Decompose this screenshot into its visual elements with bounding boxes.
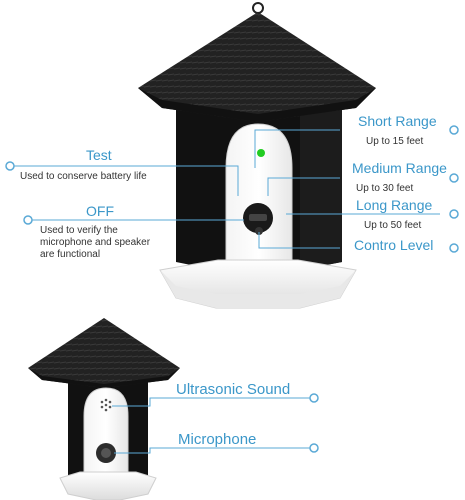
top-front-panel [225, 123, 293, 273]
microphone-marker-icon [309, 443, 319, 453]
top-device [138, 2, 376, 309]
bottom-roof [28, 318, 180, 388]
control-level-marker-icon [449, 243, 459, 253]
test-title: Test [86, 147, 112, 163]
hanging-ring-icon [252, 2, 264, 14]
ultrasonic-title: Ultrasonic Sound [176, 381, 291, 398]
off-marker-icon [23, 215, 33, 225]
bottom-device [28, 318, 180, 500]
long-range-marker-icon [449, 209, 459, 219]
bottom-callout-lines [112, 397, 310, 454]
test-marker-icon [5, 161, 15, 171]
control-level-title: Contro Level [354, 237, 434, 253]
short-range-marker-icon [449, 125, 459, 135]
long-range-title: Long Range [356, 197, 433, 213]
top-callout-lines [12, 129, 440, 249]
speaker-grille-icon [100, 398, 112, 412]
off-title: OFF [86, 203, 114, 219]
ultrasonic-marker-icon [309, 393, 319, 403]
medium-range-desc: Up to 30 feet [356, 183, 414, 194]
test-desc: Used to conserve battery life [20, 171, 147, 182]
long-range-desc: Up to 50 feet [364, 220, 422, 231]
short-range-title: Short Range [358, 113, 437, 129]
medium-range-title: Medium Range [352, 160, 447, 176]
led-indicator-icon [257, 149, 265, 157]
bottom-front-panel [83, 387, 129, 483]
short-range-desc: Up to 15 feet [366, 136, 424, 147]
medium-range-marker-icon [449, 173, 459, 183]
microphone-title: Microphone [178, 431, 257, 448]
bottom-base [59, 471, 157, 500]
off-desc: Used to verify the microphone and speake… [40, 225, 151, 260]
control-level-dial[interactable] [255, 227, 263, 235]
top-roof [138, 12, 376, 122]
